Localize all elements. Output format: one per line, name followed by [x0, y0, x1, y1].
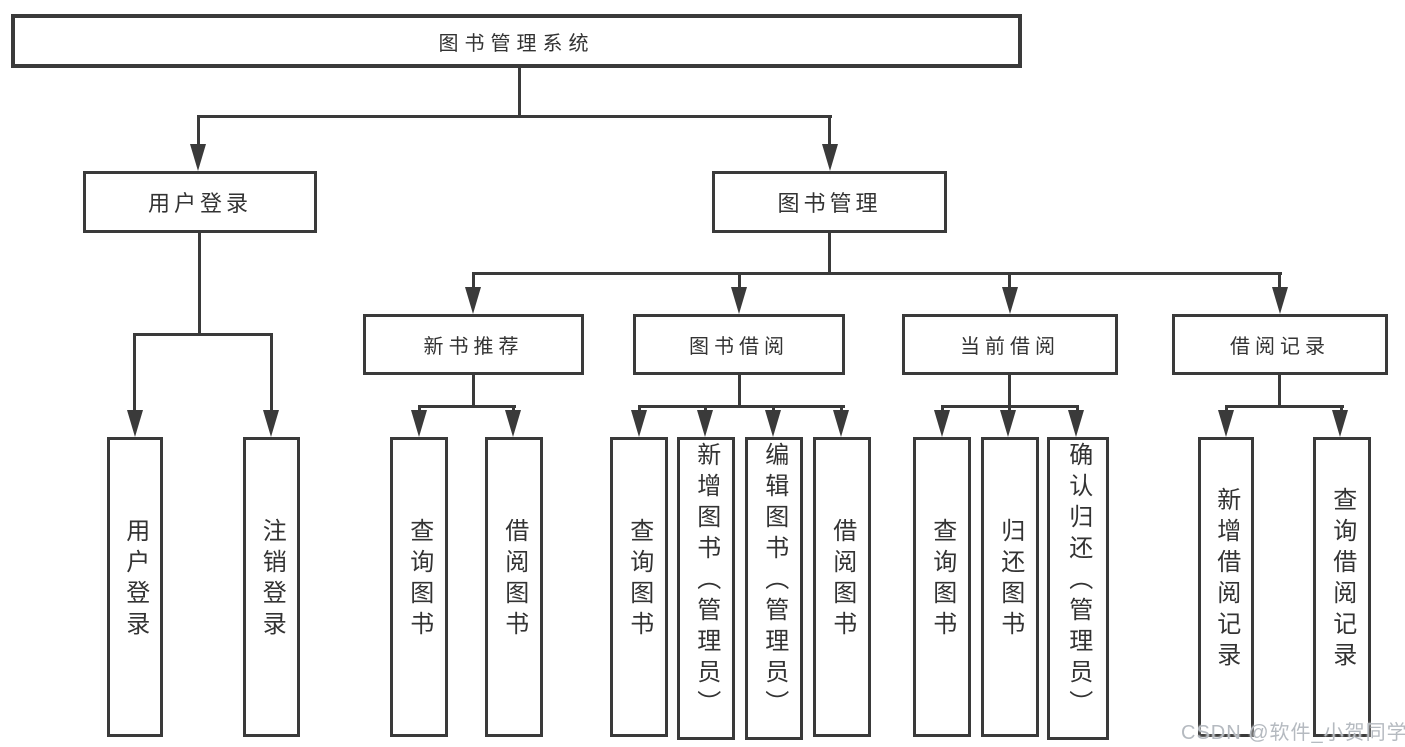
leaf-add-borrow-record: 新增借阅记录: [1198, 437, 1254, 737]
node-book-management: 图书管理: [712, 171, 947, 233]
leaf-label: 新增图书（管理员）: [692, 442, 720, 721]
leaf-confirm-return-admin: 确认归还（管理员）: [1047, 437, 1109, 740]
connector-stem-l3: [1008, 272, 1011, 290]
connector-stem-leaf: [704, 405, 707, 413]
arrow-down-icon: [731, 287, 747, 314]
leaf-user-login: 用户登录: [107, 437, 163, 737]
arrow-down-icon: [1272, 287, 1288, 314]
connector-stem-leaf: [840, 405, 843, 413]
node-borrow-records: 借阅记录: [1172, 314, 1388, 375]
leaf-label: 注销登录: [258, 518, 286, 642]
arrow-down-icon: [190, 144, 206, 171]
arrow-down-icon: [765, 410, 781, 437]
connector-stem-l3: [738, 272, 741, 290]
connector-stem-leaf: [133, 333, 136, 413]
connector-down: [472, 375, 475, 408]
arrow-down-icon: [1332, 410, 1348, 437]
leaf-borrow-books-2: 借阅图书: [813, 437, 871, 737]
connector-stem-leaf: [638, 405, 641, 413]
leaf-label: 借阅图书: [500, 518, 528, 642]
connector-stem-book-mgmt: [828, 115, 831, 147]
connector-stem-leaf: [512, 405, 515, 413]
arrow-down-icon: [631, 410, 647, 437]
connector-stem-leaf: [418, 405, 421, 413]
node-book-borrow: 图书借阅: [633, 314, 845, 375]
connector-bookmgmt-down: [828, 232, 831, 275]
node-root-library-system: 图书管理系统: [11, 14, 1022, 68]
leaf-label: 新增借阅记录: [1212, 487, 1240, 673]
node-label: 图书管理系统: [438, 32, 595, 55]
leaf-logout: 注销登录: [243, 437, 300, 737]
leaf-label: 查询图书: [625, 518, 653, 642]
node-user-login: 用户登录: [83, 171, 317, 233]
node-label: 当前借阅: [960, 336, 1060, 358]
leaf-label: 查询借阅记录: [1328, 487, 1356, 673]
connector-horizontal: [418, 405, 516, 408]
connector-stem-leaf: [1076, 405, 1079, 413]
connector-root-horizontal: [197, 115, 832, 118]
leaf-query-books-2: 查询图书: [610, 437, 668, 737]
arrow-down-icon: [1218, 410, 1234, 437]
connector-stem-leaf: [1008, 405, 1011, 413]
leaf-query-books-3: 查询图书: [913, 437, 971, 737]
connector-down: [1278, 375, 1281, 408]
leaf-label: 借阅图书: [828, 518, 856, 642]
leaf-label: 确认归还（管理员）: [1064, 442, 1092, 721]
connector-down: [738, 375, 741, 408]
leaf-label: 查询图书: [928, 518, 956, 642]
arrow-down-icon: [465, 287, 481, 314]
leaf-add-books-admin: 新增图书（管理员）: [677, 437, 735, 740]
leaf-label: 编辑图书（管理员）: [760, 442, 788, 721]
connector-horizontal: [638, 405, 845, 408]
connector-stem-l3: [472, 272, 475, 290]
node-label: 新书推荐: [423, 336, 524, 358]
leaf-label: 归还图书: [996, 518, 1024, 642]
node-current-borrow: 当前借阅: [902, 314, 1118, 375]
arrow-down-icon: [127, 410, 143, 437]
leaf-query-books-1: 查询图书: [390, 437, 448, 737]
node-label: 图书借阅: [689, 336, 789, 358]
csdn-watermark: CSDN @软件_小贺同学: [1181, 722, 1405, 744]
connector-down: [1008, 375, 1011, 408]
connector-root-down: [518, 66, 521, 118]
leaf-borrow-books-1: 借阅图书: [485, 437, 543, 737]
connector-userlogin-horizontal: [133, 333, 273, 336]
arrow-down-icon: [411, 410, 427, 437]
connector-horizontal: [1225, 405, 1344, 408]
node-label: 借阅记录: [1230, 336, 1330, 358]
node-label: 用户登录: [147, 191, 252, 216]
connector-stem-leaf: [1340, 405, 1343, 413]
arrow-down-icon: [822, 144, 838, 171]
connector-stem-leaf: [270, 333, 273, 413]
connector-stem-l3: [1278, 272, 1281, 290]
connector-stem-leaf: [1225, 405, 1228, 413]
connector-stem-leaf: [941, 405, 944, 413]
node-new-book-recommend: 新书推荐: [363, 314, 584, 375]
leaf-edit-books-admin: 编辑图书（管理员）: [745, 437, 803, 740]
leaf-query-borrow-record: 查询借阅记录: [1313, 437, 1371, 737]
leaf-return-books: 归还图书: [981, 437, 1039, 737]
arrow-down-icon: [505, 410, 521, 437]
connector-stem-leaf: [772, 405, 775, 413]
arrow-down-icon: [934, 410, 950, 437]
arrow-down-icon: [833, 410, 849, 437]
leaf-label: 用户登录: [121, 518, 149, 642]
arrow-down-icon: [263, 410, 279, 437]
connector-bookmgmt-horizontal: [472, 272, 1282, 275]
leaf-label: 查询图书: [405, 518, 433, 642]
arrow-down-icon: [697, 410, 713, 437]
connector-userlogin-down: [198, 233, 201, 336]
connector-stem-user-login: [197, 115, 200, 147]
arrow-down-icon: [1000, 410, 1016, 437]
node-label: 图书管理: [777, 191, 882, 216]
arrow-down-icon: [1068, 410, 1084, 437]
arrow-down-icon: [1002, 287, 1018, 314]
